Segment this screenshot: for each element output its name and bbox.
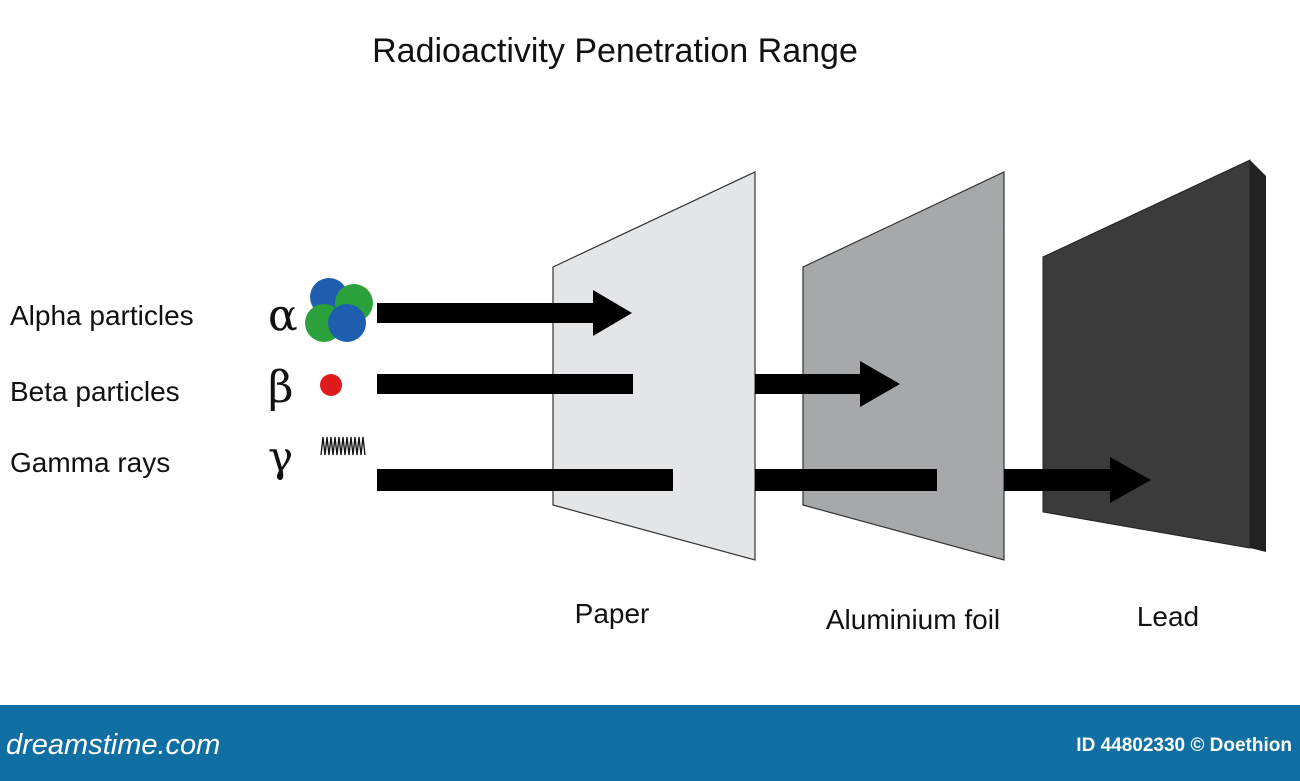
alpha-particle-icon: [305, 278, 373, 342]
footer-brand[interactable]: dreamstime.com: [6, 729, 221, 761]
lead-label: Lead: [1136, 601, 1200, 632]
beta-symbol: β: [268, 362, 294, 413]
beta-arrow: [377, 361, 900, 407]
gamma-arrow: [377, 457, 1151, 503]
alpha-label: Alpha particles: [10, 300, 194, 331]
paper-label: Paper: [574, 598, 650, 629]
aluminium-shield: [802, 171, 1005, 561]
gamma-label: Gamma rays: [10, 447, 171, 478]
lead-shield-edge: [1250, 160, 1266, 552]
footer-image-id: ID 44802330 © Doethion: [1076, 735, 1292, 756]
beta-label: Beta particles: [10, 376, 180, 407]
lead-shield: [1042, 159, 1251, 549]
beta-particle-icon: [320, 374, 342, 396]
footer-bar: dreamstime.com ID 44802330 © Doethion: [0, 705, 1300, 781]
diagram-title: Radioactivity Penetration Range: [372, 32, 858, 70]
aluminium-label: Aluminium foil: [825, 604, 1001, 635]
gamma-symbol: γ: [268, 432, 294, 481]
alpha-symbol: α: [268, 290, 298, 341]
diagram-canvas: [305, 159, 1266, 561]
paper-shield: [552, 171, 756, 561]
alpha-arrow: [377, 290, 632, 336]
gamma-wave-icon: [320, 436, 366, 456]
